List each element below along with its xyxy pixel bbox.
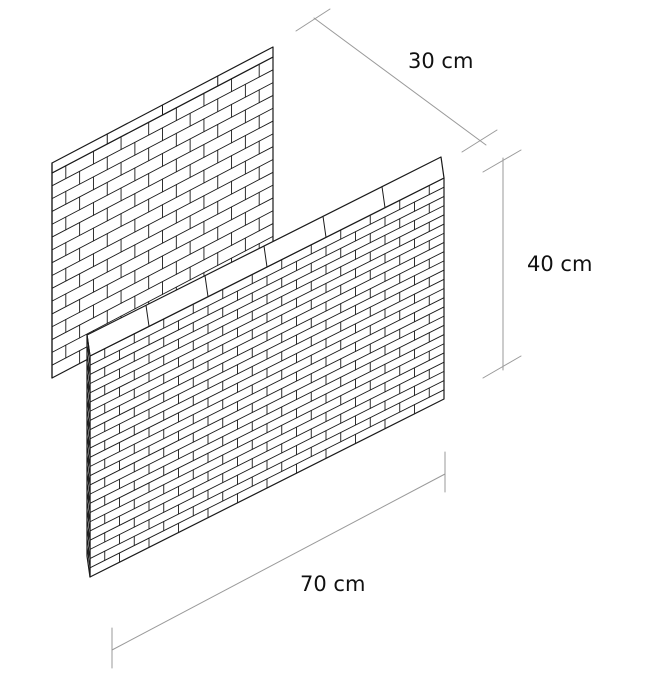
height-dim-tick-top bbox=[482, 149, 522, 173]
height-dimension-line bbox=[482, 149, 522, 379]
depth-dim-tick-start bbox=[295, 8, 331, 32]
depth-dim-tick-end bbox=[461, 129, 498, 153]
front-wall-top-joint bbox=[322, 215, 327, 238]
depth-label: 30 cm bbox=[408, 49, 473, 73]
length-dim-line bbox=[111, 473, 446, 651]
depth-dimension-line bbox=[295, 8, 498, 153]
height-label: 40 cm bbox=[527, 252, 592, 276]
length-label: 70 cm bbox=[300, 572, 365, 596]
height-dim-tick-bottom bbox=[482, 355, 522, 379]
length-dimension-line bbox=[111, 451, 446, 669]
depth-dim-line bbox=[313, 17, 487, 146]
front-wall-top-joint bbox=[204, 275, 209, 298]
front-wall-top-joint bbox=[263, 245, 268, 268]
front-wall bbox=[86, 156, 445, 578]
front-wall-top-joint bbox=[381, 186, 386, 209]
front-wall-top-joint bbox=[145, 304, 150, 327]
